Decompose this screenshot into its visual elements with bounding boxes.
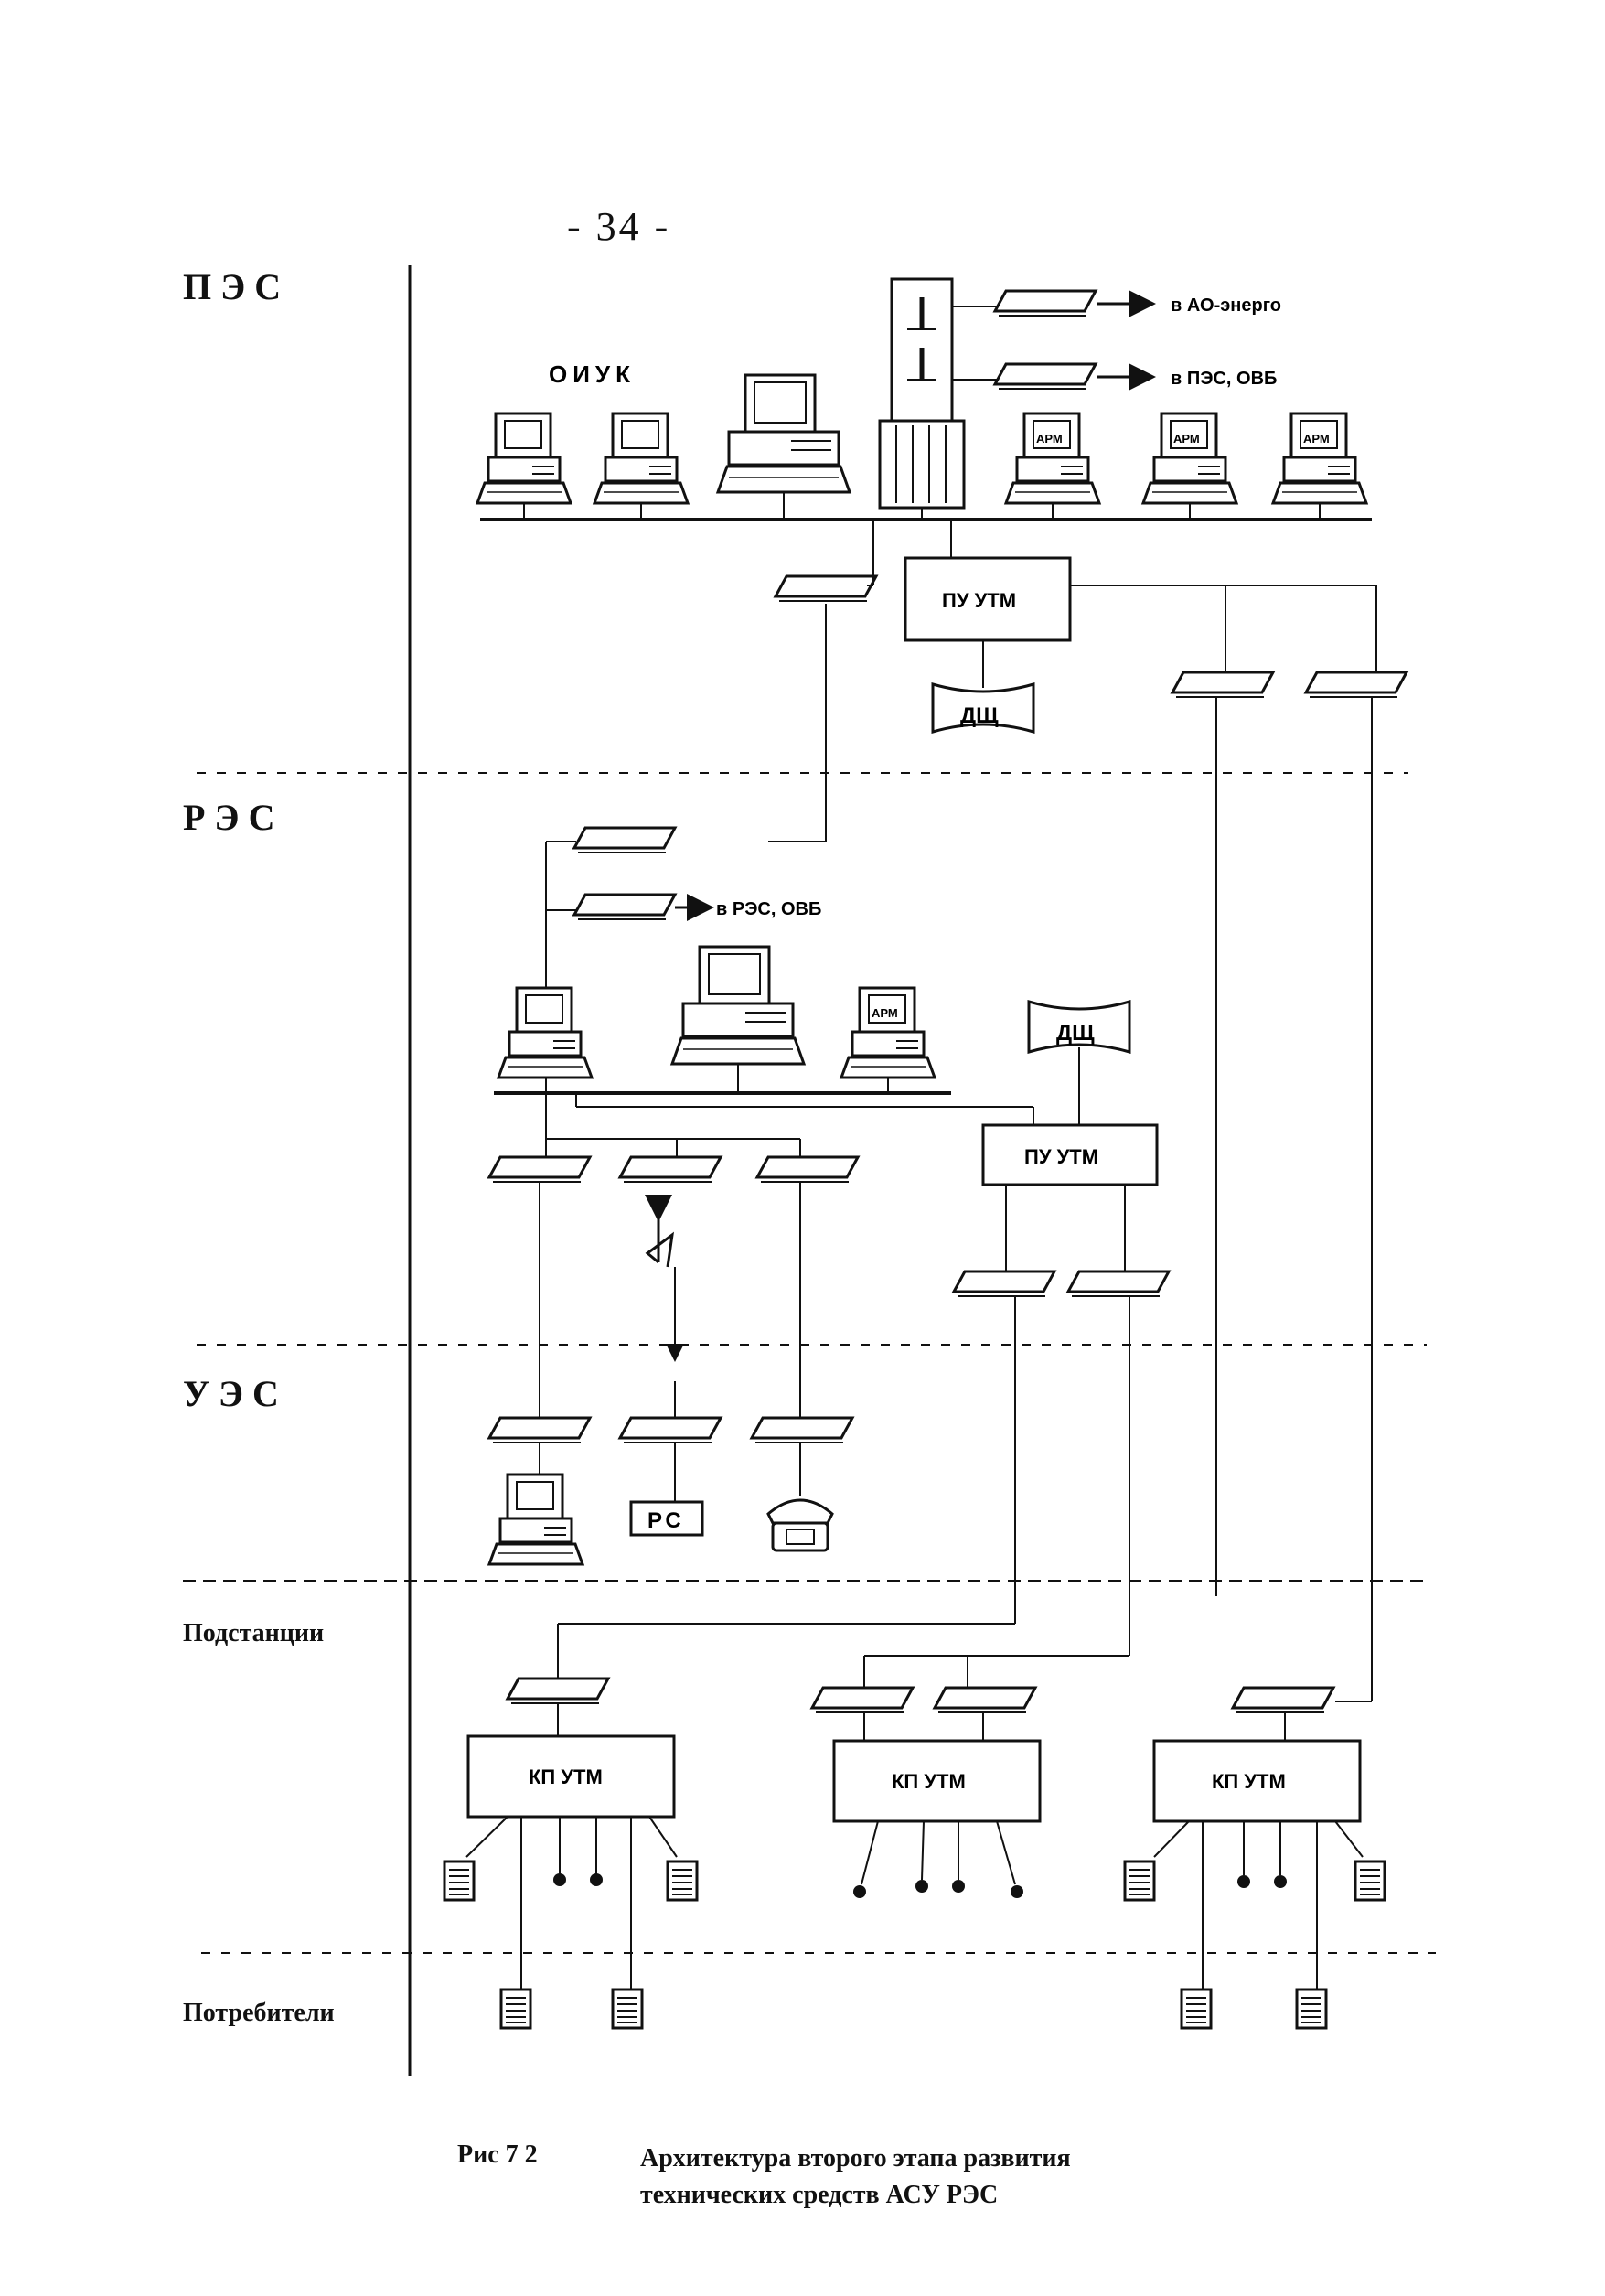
sub-modem-4 xyxy=(1231,1686,1335,1714)
page-number: - 34 - xyxy=(567,204,671,249)
to-res-ovb-label: в РЭС, ОВБ xyxy=(716,899,821,919)
res-pu-utm-box xyxy=(981,1123,1159,1186)
ues-modem-2 xyxy=(618,1416,722,1444)
svg-text:АРМ: АРМ xyxy=(872,1006,898,1020)
pes-modem-to-res xyxy=(774,574,878,603)
to-energo-label: в АО-энерго xyxy=(1171,295,1281,316)
level-label-substations: Подстанции xyxy=(183,1619,325,1647)
res-modem-upper xyxy=(572,826,677,854)
kp-utm-box-2 xyxy=(832,1739,1042,1823)
svg-text:РС: РС xyxy=(647,1508,685,1533)
kp3-document-left xyxy=(1123,1860,1156,1902)
modem-to-pes-ovb xyxy=(993,362,1097,391)
res-modem-to-res-ovb xyxy=(572,893,677,921)
svg-text:АРМ: АРМ xyxy=(1173,432,1200,445)
pes-arm-3: АРМ xyxy=(1271,412,1368,505)
pes-pu-utm-box xyxy=(904,556,1072,642)
kp3-sensor-2 xyxy=(1274,1875,1287,1888)
sub-modem-2 xyxy=(810,1686,915,1714)
pes-modem-right-2 xyxy=(1304,671,1408,699)
kp1-sensor-1 xyxy=(553,1873,566,1886)
kp2-sensor-3 xyxy=(952,1880,965,1893)
kp2-sensor-2 xyxy=(915,1880,928,1893)
pes-computer-1 xyxy=(476,412,572,505)
kp-utm-label-2: КП УТМ xyxy=(892,1770,966,1793)
communication-cabinet xyxy=(878,277,966,510)
oiuk-label: ОИУК xyxy=(549,360,636,388)
res-pu-utm-label: ПУ УТМ xyxy=(1024,1145,1098,1168)
res-dsh: ДЩ xyxy=(1027,1000,1131,1054)
kp-utm-box-3 xyxy=(1152,1739,1362,1823)
consumer-document-1 xyxy=(499,1988,532,2030)
kp2-sensor-1 xyxy=(853,1885,866,1898)
pes-server xyxy=(716,373,851,494)
to-pes-ovb-label: в ПЭС, ОВБ xyxy=(1171,369,1277,389)
consumer-document-4 xyxy=(1295,1988,1328,2030)
modem-to-energo xyxy=(993,289,1097,317)
ues-computer xyxy=(487,1473,584,1566)
ues-telephone xyxy=(766,1498,834,1552)
res-modem-down-3 xyxy=(755,1155,860,1184)
res-pu-modem-1 xyxy=(952,1270,1056,1298)
kp-utm-label-1: КП УТМ xyxy=(529,1765,603,1788)
res-server xyxy=(670,945,806,1066)
pes-computer-2 xyxy=(593,412,690,505)
res-modem-down-2 xyxy=(618,1155,722,1184)
radio-link xyxy=(645,1195,684,1418)
svg-text:ДЩ: ДЩ xyxy=(960,703,999,728)
kp1-sensor-2 xyxy=(590,1873,603,1886)
figure-number: Рис 7 2 xyxy=(457,2140,538,2169)
pes-arm-1: АРМ xyxy=(1004,412,1101,505)
res-modem-down-1 xyxy=(487,1155,592,1184)
res-arm: АРМ xyxy=(840,986,936,1079)
level-label-ues: УЭС xyxy=(183,1373,288,1414)
kp1-document-right xyxy=(666,1860,699,1902)
res-pu-modem-2 xyxy=(1066,1270,1171,1298)
pes-pu-utm-label: ПУ УТМ xyxy=(942,589,1016,612)
kp2-sensor-4 xyxy=(1011,1885,1023,1898)
kp3-document-right xyxy=(1354,1860,1386,1902)
level-label-pes: ПЭС xyxy=(183,266,291,307)
figure-caption-line-2: технических средств АСУ РЭС xyxy=(640,2181,999,2209)
consumer-document-3 xyxy=(1180,1988,1213,2030)
pes-modem-right-1 xyxy=(1171,671,1275,699)
res-computer-1 xyxy=(497,986,594,1079)
figure-caption-line-1: Архитектура второго этапа развития xyxy=(640,2144,1071,2173)
kp-utm-box-1 xyxy=(466,1734,676,1819)
level-label-consumers: Потребители xyxy=(183,1999,335,2027)
sub-modem-3 xyxy=(933,1686,1037,1714)
sub-modem-1 xyxy=(506,1677,610,1705)
svg-text:ДЩ: ДЩ xyxy=(1056,1021,1095,1046)
consumer-document-2 xyxy=(611,1988,644,2030)
kp1-document-left xyxy=(443,1860,476,1902)
svg-text:АРМ: АРМ xyxy=(1036,432,1063,445)
figure-caption: Архитектура второго этапа развития техни… xyxy=(640,2140,1071,2214)
kp3-sensor-1 xyxy=(1237,1875,1250,1888)
ues-rs: РС xyxy=(629,1500,704,1537)
level-label-res: РЭС xyxy=(183,797,284,838)
ues-modem-1 xyxy=(487,1416,592,1444)
pes-dsh: ДЩ xyxy=(931,682,1035,734)
kp-utm-label-3: КП УТМ xyxy=(1212,1770,1286,1793)
svg-text:АРМ: АРМ xyxy=(1303,432,1330,445)
pes-arm-2: АРМ xyxy=(1141,412,1238,505)
ues-modem-3 xyxy=(750,1416,854,1444)
